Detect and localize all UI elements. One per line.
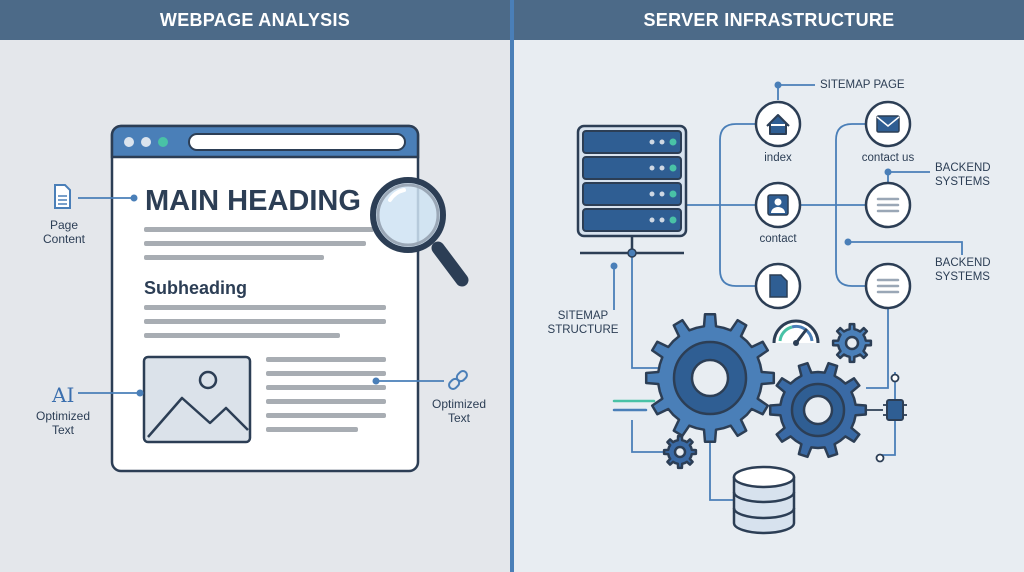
link-icon <box>448 370 468 390</box>
tiny-gear-icon <box>662 434 698 470</box>
window-dot-2 <box>141 137 151 147</box>
node-backend-1 <box>864 181 912 229</box>
optimized-text-right-2: Text <box>448 411 471 425</box>
webpage-analysis-header: WEBPAGE ANALYSIS <box>0 0 510 40</box>
large-gear-icon <box>644 312 776 444</box>
main-heading: MAIN HEADING <box>145 185 361 217</box>
server-infrastructure-diagram: index contact us contact <box>548 79 991 535</box>
sitemap-structure-line1: SITEMAP <box>558 310 609 322</box>
small-gear-icon <box>831 322 873 364</box>
link-annotation: Optimized Text <box>372 370 486 425</box>
webpage-analysis-diagram: MAIN HEADING Subheading <box>36 124 486 473</box>
envelope-icon <box>876 115 900 133</box>
window-dot-3 <box>158 137 168 147</box>
page-content-label-2: Content <box>43 232 86 246</box>
window-dot-1 <box>124 137 134 147</box>
webpage-analysis-title: WEBPAGE ANALYSIS <box>159 9 351 30</box>
paragraph-lines <box>144 227 374 260</box>
home-icon <box>766 114 790 135</box>
node-contact-us: contact us <box>862 100 915 164</box>
node-index: index <box>754 100 802 164</box>
server-infrastructure-title: SERVER INFRASTRUCTURE <box>643 9 895 30</box>
webpage-analysis-panel: WEBPAGE ANALYSIS MAIN HEADING Subheading <box>0 0 510 572</box>
contact-label: contact <box>759 233 797 245</box>
list-icon <box>876 278 900 294</box>
server-infrastructure-header: SERVER INFRASTRUCTURE <box>514 0 1024 40</box>
index-label: index <box>764 152 792 164</box>
backend-systems-2-line1: BACKEND <box>935 257 991 269</box>
backend-systems-2-line2: SYSTEMS <box>935 271 990 283</box>
backend-systems-1-line2: SYSTEMS <box>935 176 990 188</box>
page-content-annotation: Page Content <box>43 184 138 246</box>
alt-text-annotation: AI Optimized Text <box>36 383 144 437</box>
optimized-text-right-1: Optimized <box>432 397 486 411</box>
gears-group <box>644 312 873 470</box>
gauge-icon <box>772 319 820 346</box>
backend-systems-1-line1: BACKEND <box>935 162 991 174</box>
image-placeholder-icon <box>142 355 252 444</box>
panel-divider <box>510 0 514 572</box>
page-content-label-1: Page <box>50 218 78 232</box>
node-page <box>754 262 802 310</box>
image-caption-lines <box>266 357 386 432</box>
address-bar <box>188 133 406 151</box>
server-infrastructure-panel: SERVER INFRASTRUCTURE <box>514 0 1024 572</box>
medium-gear-icon <box>768 361 868 459</box>
alt-text-icon: AI <box>51 383 74 407</box>
speed-lines <box>612 399 656 412</box>
contact-us-label: contact us <box>862 152 915 164</box>
optimized-text-left-1: Optimized <box>36 409 90 423</box>
file-icon <box>769 274 788 298</box>
node-backend-2 <box>864 262 912 310</box>
node-contact: contact <box>754 181 802 245</box>
optimized-text-left-2: Text <box>52 423 75 437</box>
sitemap-page-label: SITEMAP PAGE <box>820 79 905 91</box>
subheading: Subheading <box>144 278 247 298</box>
sitemap-structure-line2: STRUCTURE <box>548 324 619 336</box>
chip-icon <box>866 373 907 463</box>
server-stack-icon <box>576 124 688 258</box>
list-icon <box>876 197 900 213</box>
magnifier-icon <box>370 177 469 287</box>
database-icon <box>732 465 796 535</box>
subheading-lines <box>144 305 386 338</box>
